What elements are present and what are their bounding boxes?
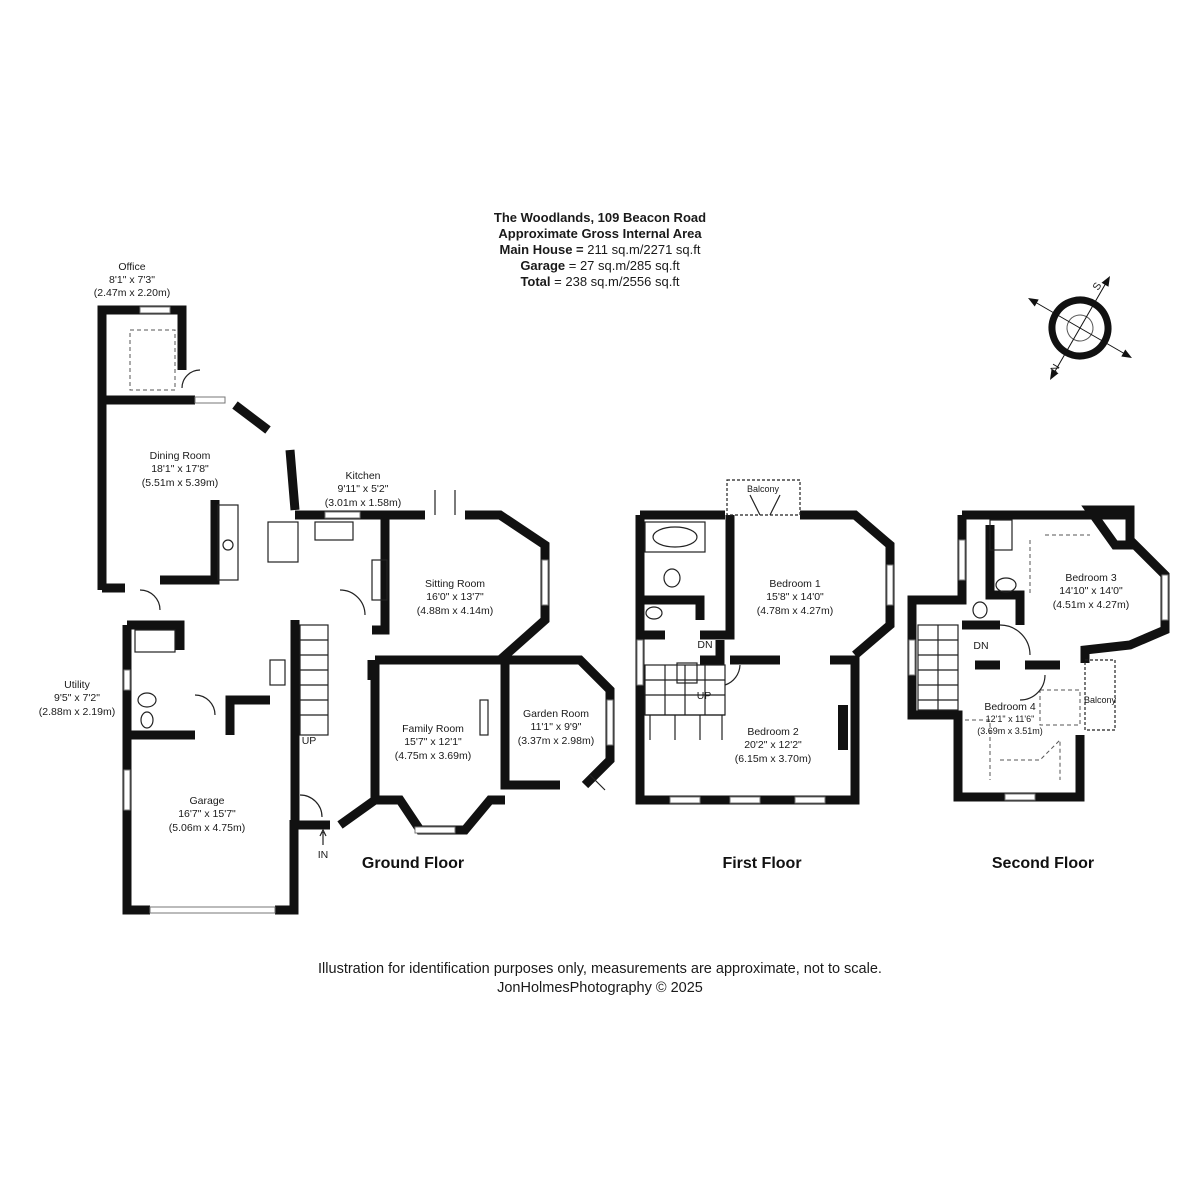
- first-floor-walls: [635, 510, 895, 805]
- stairs-up-label: UP: [302, 735, 317, 747]
- balcony-label: Balcony: [1084, 695, 1117, 705]
- first-floor-label: First Floor: [722, 855, 801, 872]
- room-metric: (3.37m x 2.98m): [518, 735, 594, 747]
- room-name: Garden Room: [523, 708, 589, 720]
- room-metric: (3.69m x 3.51m): [977, 726, 1043, 736]
- room-metric: (4.88m x 4.14m): [417, 605, 493, 617]
- total-area: = 238 sq.m/2556 sq.ft: [554, 274, 680, 289]
- room-name: Sitting Room: [425, 578, 485, 590]
- room-metric: (6.15m x 3.70m): [735, 753, 811, 765]
- second-floor-label: Second Floor: [992, 855, 1094, 872]
- stairs-down-label: DN: [697, 639, 712, 651]
- plan-header: The Woodlands, 109 Beacon Road Approxima…: [400, 210, 800, 290]
- room-imperial: 15'8" x 14'0": [766, 591, 824, 603]
- balcony-label: Balcony: [747, 484, 780, 494]
- room-imperial: 15'7" x 12'1": [404, 736, 462, 748]
- first-floor-details: [636, 479, 894, 804]
- room-name: Family Room: [402, 723, 464, 735]
- room-imperial: 9'11" x 5'2": [338, 483, 389, 495]
- room-metric: (2.88m x 2.19m): [39, 706, 115, 718]
- main-house-label: Main House =: [499, 242, 584, 257]
- ground-floor-details: [123, 306, 614, 914]
- room-metric: (4.51m x 4.27m): [1053, 599, 1129, 611]
- room-name: Bedroom 1: [769, 578, 821, 590]
- room-name: Bedroom 3: [1065, 572, 1117, 584]
- room-imperial: 8'1" x 7'3": [109, 274, 155, 286]
- room-imperial: 18'1" x 17'8": [151, 463, 209, 475]
- room-imperial: 12'1" x 11'6": [986, 714, 1035, 724]
- room-name: Garage: [189, 795, 224, 807]
- ground-floor-label: Ground Floor: [362, 855, 464, 872]
- second-floor-details: [908, 519, 1169, 801]
- room-name: Bedroom 2: [747, 726, 799, 738]
- room-imperial: 11'1" x 9'9": [531, 721, 582, 733]
- room-metric: (5.06m x 4.75m): [169, 822, 245, 834]
- room-name: Dining Room: [150, 450, 211, 462]
- main-house-area: 211 sq.m/2271 sq.ft: [587, 242, 701, 257]
- room-imperial: 16'7" x 15'7": [178, 808, 236, 820]
- stairs-up-label: UP: [697, 690, 712, 702]
- room-imperial: 14'10" x 14'0": [1059, 585, 1123, 597]
- garage-area: = 27 sq.m/285 sq.ft: [568, 258, 680, 273]
- room-name: Office: [118, 261, 145, 273]
- room-metric: (3.01m x 1.58m): [325, 497, 401, 509]
- compass-north: N: [1048, 362, 1062, 375]
- entrance-arrow-icon: [319, 828, 327, 845]
- garage-label: Garage: [520, 258, 566, 273]
- plan-footer: Illustration for identification purposes…: [200, 960, 1000, 998]
- room-metric: (4.75m x 3.69m): [395, 750, 471, 762]
- second-floor-walls: [907, 505, 1170, 802]
- ground-staircase: [299, 624, 329, 736]
- ground-floor-walls: [97, 305, 615, 915]
- copyright: JonHolmesPhotography © 2025: [497, 980, 703, 996]
- room-imperial: 9'5" x 7'2": [54, 692, 100, 704]
- room-metric: (4.78m x 4.27m): [757, 605, 833, 617]
- disclaimer: Illustration for identification purposes…: [318, 961, 882, 977]
- room-metric: (2.47m x 2.20m): [94, 287, 170, 299]
- room-imperial: 20'2" x 12'2": [744, 739, 802, 751]
- area-subtitle: Approximate Gross Internal Area: [498, 226, 702, 241]
- stairs-down-label: DN: [973, 640, 988, 652]
- room-imperial: 16'0" x 13'7": [426, 591, 484, 603]
- room-name: Utility: [64, 679, 90, 691]
- entrance-label: IN: [318, 849, 329, 861]
- total-label: Total: [520, 274, 551, 289]
- property-title: The Woodlands, 109 Beacon Road: [493, 210, 707, 225]
- compass-icon: [1028, 276, 1132, 380]
- room-metric: (5.51m x 5.39m): [142, 477, 218, 489]
- room-name: Bedroom 4: [984, 701, 1036, 713]
- room-name: Kitchen: [345, 470, 380, 482]
